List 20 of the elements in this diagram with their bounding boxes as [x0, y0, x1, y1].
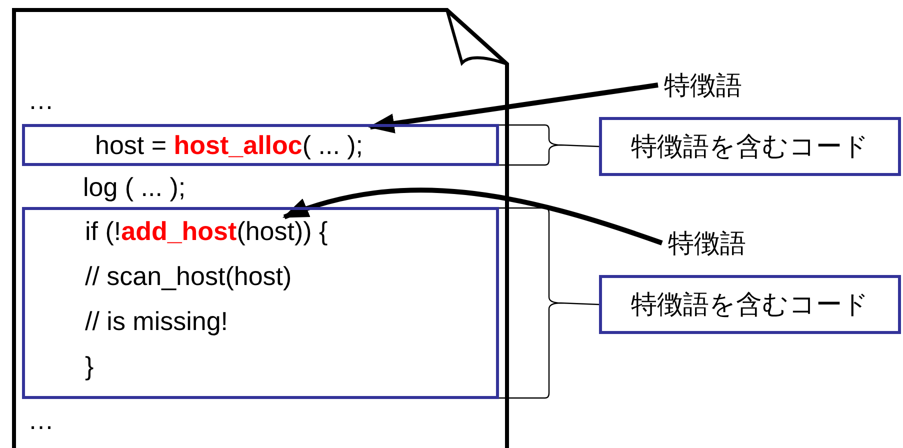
- callout-text: 特徴語を含むコード: [631, 131, 869, 164]
- curly-brace-connector: [498, 124, 600, 166]
- callout-box: [599, 117, 901, 176]
- callout-box: [599, 275, 901, 334]
- code-line: …: [28, 405, 54, 435]
- keyword-label: 特徴語: [668, 229, 746, 259]
- callout-text: 特徴語を含むコード: [631, 289, 869, 322]
- code-line: }: [85, 351, 94, 381]
- code-line: host = host_alloc( ... );: [95, 130, 364, 160]
- code-line: log ( ... );: [83, 172, 186, 202]
- code-line: // scan_host(host): [85, 261, 292, 291]
- curly-brace-connector: [498, 207, 600, 399]
- arrow: [282, 188, 663, 246]
- code-line: // is missing!: [85, 306, 228, 336]
- code-line: …: [28, 85, 54, 115]
- arrow: [368, 82, 658, 134]
- code-line: if (!add_host(host)) {: [85, 216, 328, 246]
- highlight-box: [22, 207, 499, 399]
- keyword-label: 特徴語: [664, 71, 742, 101]
- highlight-box: [22, 124, 499, 166]
